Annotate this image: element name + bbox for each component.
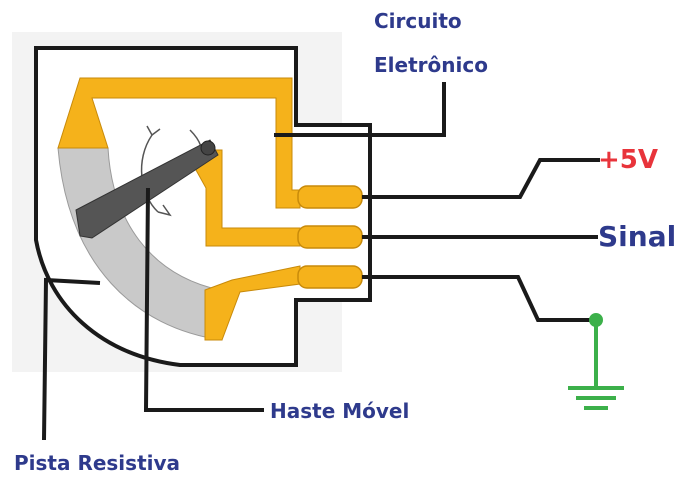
terminal-pin-top: [297, 185, 363, 209]
terminal-pins: [297, 185, 363, 289]
wires: [362, 158, 600, 322]
ground-icon: [568, 313, 624, 410]
leader-circuito: [274, 82, 446, 137]
label-haste-movel: Haste Móvel: [270, 399, 409, 423]
leader-pista: [42, 277, 101, 441]
label-sinal: Sinal: [598, 220, 676, 253]
label-circuito-line2: Eletrônico: [374, 53, 488, 77]
wire-plus5v: [362, 158, 600, 199]
terminal-pin-bottom: [297, 265, 363, 289]
wire-ground: [362, 275, 596, 322]
label-pista-resistiva: Pista Resistiva: [14, 451, 180, 475]
leader-haste: [143, 187, 264, 412]
gold-traces: [57, 77, 301, 341]
label-circuito-line1: Circuito: [374, 9, 462, 33]
terminal-pin-middle: [297, 225, 363, 249]
label-plus5v: +5V: [598, 145, 658, 175]
leader-lines: [42, 82, 446, 441]
